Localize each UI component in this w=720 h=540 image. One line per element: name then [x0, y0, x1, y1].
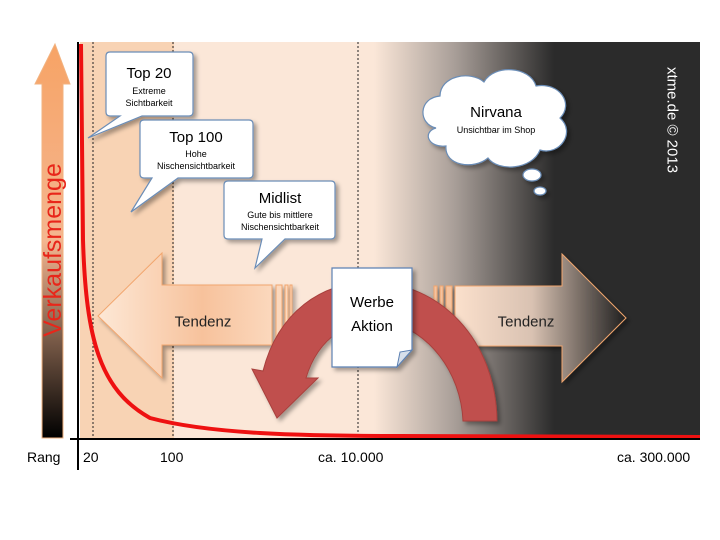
callout-bubble — [130, 119, 254, 213]
callout-top100-line2: Nischensichtbarkeit — [157, 161, 236, 171]
x-axis-title: Rang — [27, 449, 60, 465]
cloud-title: Nirvana — [470, 104, 522, 121]
callout-top100-title: Top 100 — [169, 129, 222, 146]
cloud-tail-bubble — [533, 186, 547, 196]
left-tendency-arrow — [97, 251, 293, 380]
sales-curve — [79, 43, 701, 439]
promotion-note — [331, 267, 414, 369]
zone-nirvana — [554, 42, 700, 438]
up-arrow-icon — [34, 42, 71, 439]
x-tick-20: 20 — [83, 449, 99, 465]
right-arrow-label: Tendenz — [498, 314, 555, 331]
left-arrow-label: Tendenz — [175, 314, 232, 331]
callout-top20-line1: Extreme — [132, 86, 166, 96]
callout-top20: Top 20 Extreme Sichtbarkeit — [87, 51, 194, 139]
x-axis-labels: Rang 20 100 ca. 10.000 ca. 300.000 — [27, 449, 690, 465]
callout-bubble — [87, 51, 194, 139]
curved-arrow-icon — [251, 281, 498, 422]
callout-midlist: Midlist Gute bis mittlere Nischensichtba… — [223, 180, 336, 270]
callout-bubble — [223, 180, 336, 270]
note-line-2: Aktion — [351, 318, 393, 335]
cloud-tail-bubble — [522, 168, 542, 182]
callout-top100-line1: Hohe — [185, 149, 207, 159]
callout-top20-line2: Sichtbarkeit — [125, 98, 173, 108]
nirvana-cloud — [422, 69, 567, 196]
left-arrow-icon — [97, 251, 273, 380]
note-line-1: Werbe — [350, 294, 394, 311]
cloud-subtitle: Unsichtbar im Shop — [457, 125, 536, 135]
copyright-text: xtme.de © 2013 — [664, 67, 681, 173]
x-tick-10000: ca. 10.000 — [318, 449, 384, 465]
cloud-icon — [422, 69, 567, 168]
x-tick-300000: ca. 300.000 — [617, 449, 690, 465]
x-tick-100: 100 — [160, 449, 184, 465]
callout-midlist-line2: Nischensichtbarkeit — [241, 222, 320, 232]
callout-top100: Top 100 Hohe Nischensichtbarkeit — [130, 119, 254, 213]
sales-volume-arrow: Verkaufsmenge — [34, 42, 71, 439]
note-corner-fold — [396, 349, 414, 369]
callout-midlist-title: Midlist — [259, 190, 302, 207]
y-axis-label: Verkaufsmenge — [39, 163, 67, 337]
callout-midlist-line1: Gute bis mittlere — [247, 210, 313, 220]
callout-top20-title: Top 20 — [126, 65, 171, 82]
